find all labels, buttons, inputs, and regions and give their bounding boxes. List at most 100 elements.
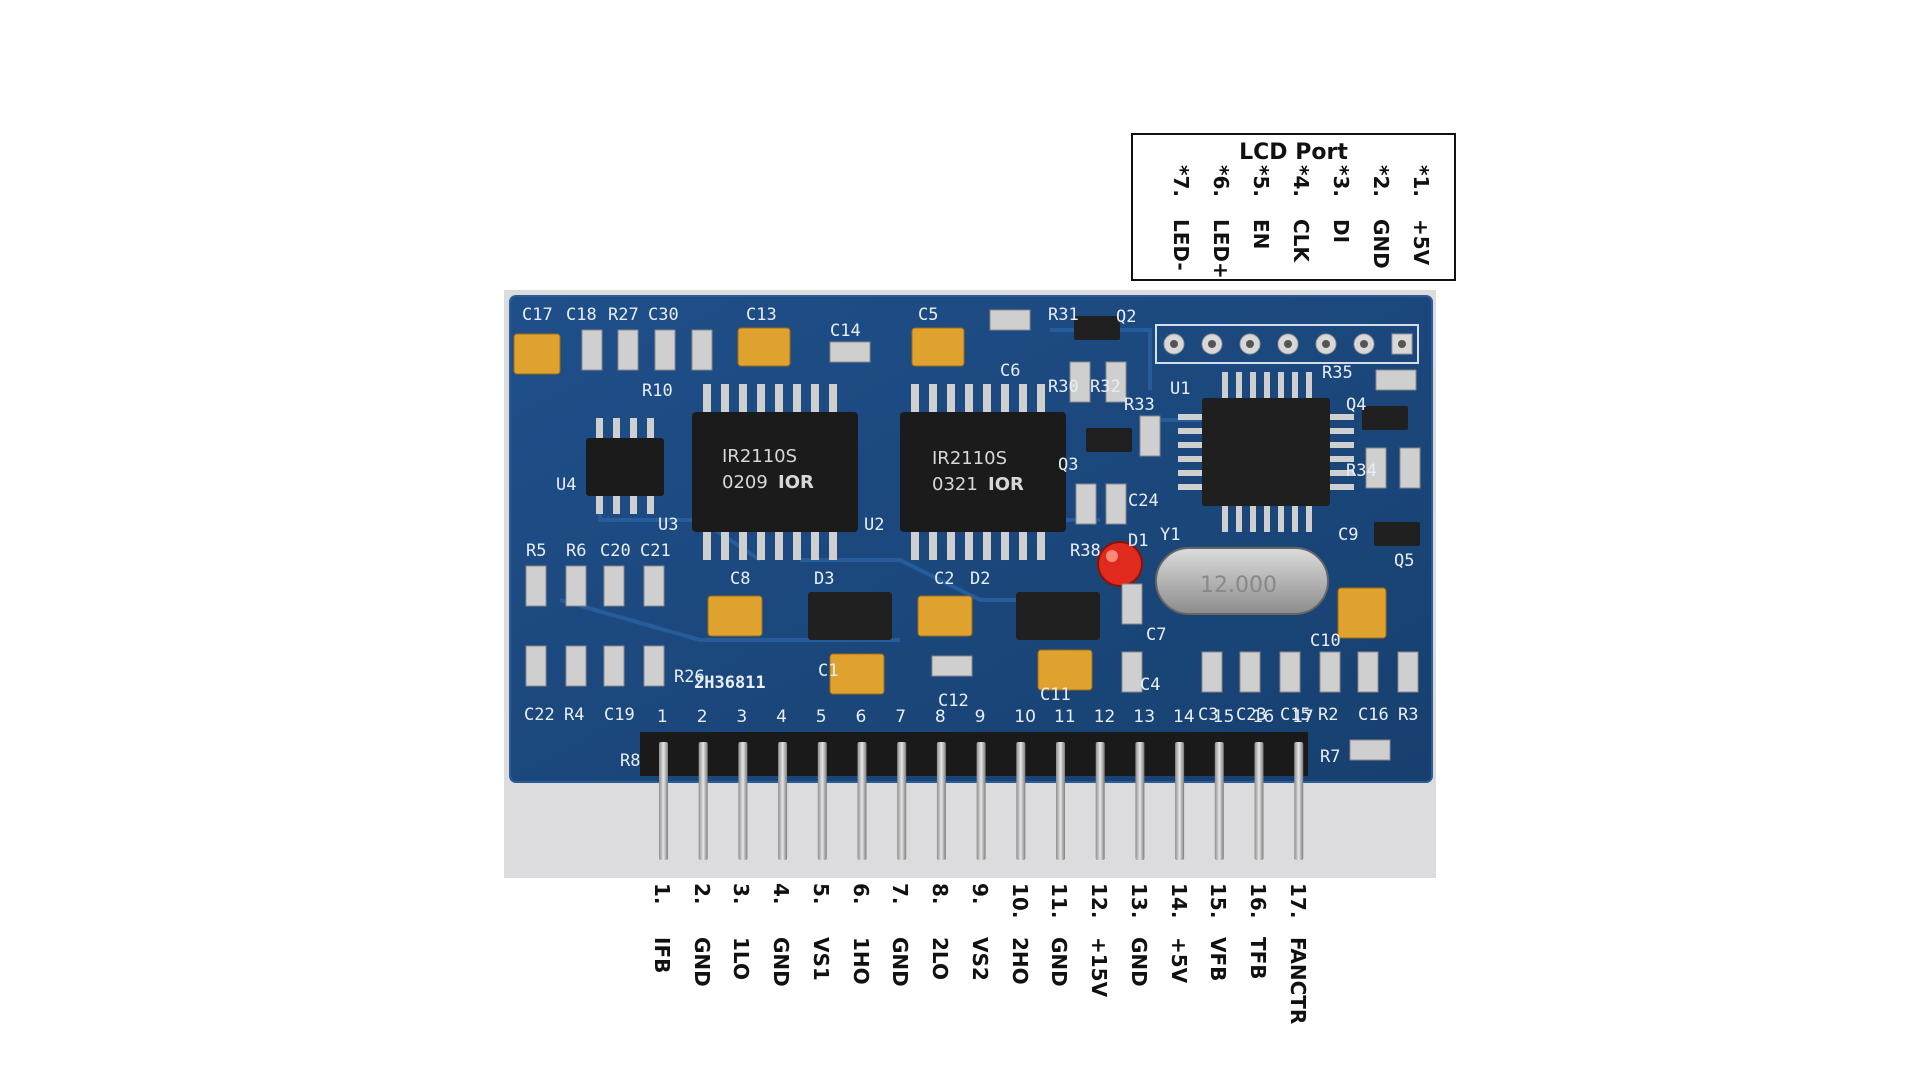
silk-r10: R10 [642, 381, 673, 401]
silk-r32: R32 [1090, 377, 1121, 397]
silk-c12: C12 [938, 691, 969, 711]
header-pin-4 [778, 742, 788, 860]
u3-brand: IOR [778, 472, 814, 493]
header-pin-13 [1135, 742, 1145, 860]
silk-c11: C11 [1040, 685, 1071, 705]
transistor-q3 [1086, 428, 1132, 452]
silk-d1: D1 [1128, 531, 1148, 551]
header-number-8: 8 [935, 707, 946, 727]
header-pins [659, 742, 1304, 860]
diode-d2 [1016, 592, 1100, 640]
pin-label-2: 2.GND [690, 883, 714, 987]
silk-r2: R2 [1318, 705, 1338, 725]
smd-components [525, 309, 1421, 761]
lcd-header-pads [1155, 324, 1419, 364]
header-number-13: 13 [1133, 707, 1155, 727]
pin-label-11: 11.GND [1047, 883, 1071, 987]
silk-c16: C16 [1358, 705, 1389, 725]
header-number-16: 16 [1253, 707, 1275, 727]
header-number-1: 1 [657, 707, 668, 727]
pin-label-3: 3.1LO [729, 883, 753, 980]
silk-r3: R3 [1398, 705, 1418, 725]
silk-r38: R38 [1070, 541, 1101, 561]
crystal-marking: 12.000 [1200, 573, 1277, 598]
silk-r7: R7 [1320, 747, 1340, 767]
silk-u1: U1 [1170, 379, 1190, 399]
header-pin-9 [976, 742, 986, 860]
u2-marking-2: 0321 [932, 474, 978, 495]
pin-label-15: 15.VFB [1206, 883, 1230, 982]
silk-q3: Q3 [1058, 455, 1078, 475]
pin-label-5: 5.VS1 [809, 883, 833, 981]
pin-label-7: 7.GND [888, 883, 912, 987]
silk-c13: C13 [746, 305, 777, 325]
diode-d3 [808, 592, 892, 640]
header-number-17: 17 [1292, 707, 1314, 727]
silk-r4: R4 [564, 705, 584, 725]
silk-c6: C6 [1000, 361, 1020, 381]
u3-marking-1: IR2110S [722, 446, 797, 467]
silk-q4: Q4 [1346, 395, 1366, 415]
header-number-11: 11 [1054, 707, 1076, 727]
header-pin-12 [1095, 742, 1105, 860]
pin-label-17: 17.FANCTR [1286, 883, 1310, 1025]
transistor-q5 [1374, 522, 1420, 546]
silk-d2: D2 [970, 569, 990, 589]
silk-u3: U3 [658, 515, 678, 535]
lcd-pin-5: *5.EN [1249, 165, 1273, 250]
pin-label-6: 6.1HO [849, 883, 873, 985]
header-pin-3 [738, 742, 748, 860]
silk-c8: C8 [730, 569, 750, 589]
silk-c23: C23 [1236, 705, 1267, 725]
header-number-6: 6 [856, 707, 867, 727]
lcd-pin-1: *1.+5V [1409, 165, 1433, 266]
lcd-port-title: LCD Port [1239, 140, 1348, 165]
silk-c15: C15 [1280, 705, 1311, 725]
pin-label-8: 8.2LO [928, 883, 952, 980]
pin-label-4: 4.GND [769, 883, 793, 987]
header-pin-2 [698, 742, 708, 860]
silk-c22: C22 [524, 705, 555, 725]
header-pin-6 [857, 742, 867, 860]
silk-r35: R35 [1322, 363, 1353, 383]
header-pin-14 [1175, 742, 1185, 860]
pin-label-9: 9.VS2 [968, 883, 992, 981]
header-number-10: 10 [1014, 707, 1036, 727]
silk-r30: R30 [1048, 377, 1079, 397]
crystal-y1: 12.000 [1155, 547, 1329, 615]
silk-d3: D3 [814, 569, 834, 589]
silk-c7: C7 [1146, 625, 1166, 645]
lcd-pin-3: *3.DI [1329, 165, 1353, 244]
pin-label-12: 12.+15V [1087, 883, 1111, 998]
silk-u2: U2 [864, 515, 884, 535]
silk-r34: R34 [1346, 461, 1377, 481]
header-number-14: 14 [1173, 707, 1195, 727]
header-pin-8 [936, 742, 946, 860]
silk-q5: Q5 [1394, 551, 1414, 571]
transistor-q2 [1074, 316, 1120, 340]
header-number-4: 4 [776, 707, 787, 727]
header-number-12: 12 [1094, 707, 1116, 727]
header-pin-17 [1294, 742, 1304, 860]
u3-marking-2: 0209 [722, 472, 768, 493]
header-number-9: 9 [975, 707, 986, 727]
silk-r8: R8 [620, 751, 640, 771]
silk-c3: C3 [1198, 705, 1218, 725]
pin-label-1: 1.IFB [650, 883, 674, 974]
silk-u4: U4 [556, 475, 576, 495]
silk-c1: C1 [818, 661, 838, 681]
silk-c17: C17 [522, 305, 553, 325]
header-number-15: 15 [1213, 707, 1235, 727]
silk-r6: R6 [566, 541, 586, 561]
header-pin-16 [1254, 742, 1264, 860]
silk-c14: C14 [830, 321, 861, 341]
lcd-pin-2: *2.GND [1369, 165, 1393, 269]
silk-y1: Y1 [1160, 525, 1180, 545]
silk-c18: C18 [566, 305, 597, 325]
pin-label-14: 14.+5V [1167, 883, 1191, 984]
silk-c21: C21 [640, 541, 671, 561]
header-pin-7 [897, 742, 907, 860]
silk-c9: C9 [1338, 525, 1358, 545]
